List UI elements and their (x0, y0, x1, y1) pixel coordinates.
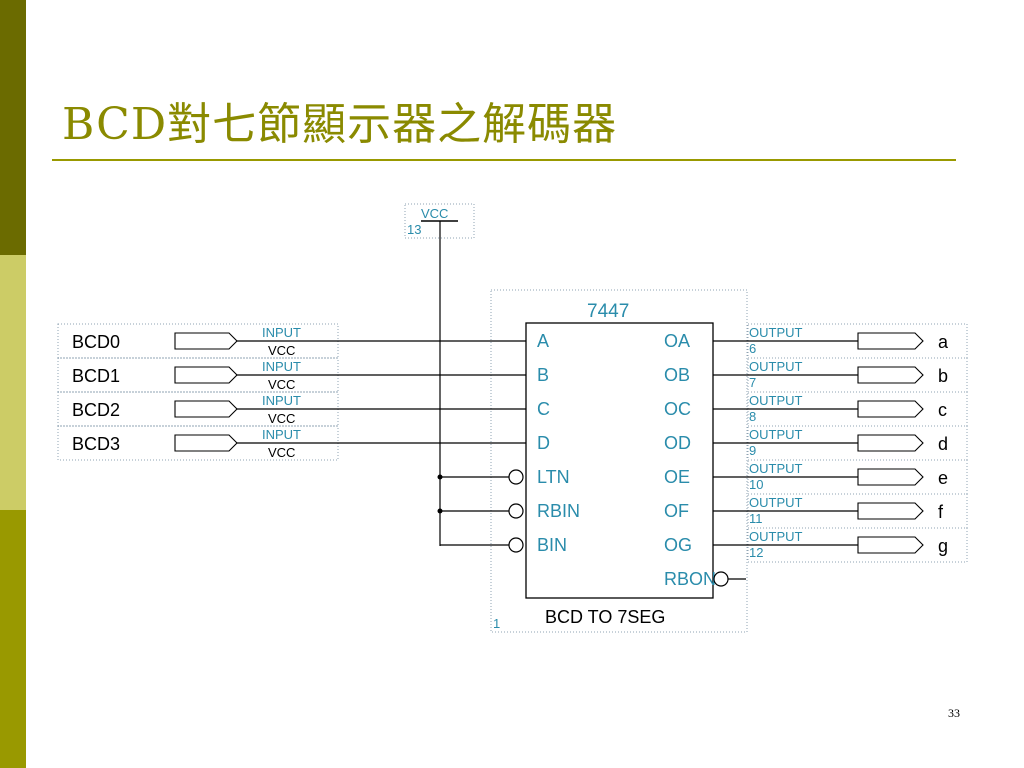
chip-right-pins: OA OB OC OD OE OF OG RBON (664, 331, 746, 589)
input-vcc-label: VCC (268, 411, 295, 426)
vcc-number: 13 (407, 222, 421, 237)
output-number: 6 (749, 341, 756, 356)
junction-dot (437, 508, 443, 514)
vcc-label: VCC (421, 206, 448, 221)
chip-pin-c: C (537, 399, 550, 419)
left-accent-bar-middle (0, 255, 26, 510)
chip-part-number: 7447 (587, 301, 629, 322)
chip-pin-ob: OB (664, 365, 690, 385)
input-name-bcd2: BCD2 (72, 400, 120, 420)
output-type-label: OUTPUT (749, 359, 803, 374)
output-pin-symbol (857, 536, 924, 554)
input-name-bcd1: BCD1 (72, 366, 120, 386)
output-type-label: OUTPUT (749, 529, 803, 544)
chip-pin-b: B (537, 365, 549, 385)
title-underline (52, 159, 956, 161)
inverted-pin-bubble (508, 503, 524, 519)
output-type-label: OUTPUT (749, 393, 803, 408)
output-pin-symbol (857, 502, 924, 520)
chip-pin-og: OG (664, 535, 692, 555)
output-number: 12 (749, 545, 763, 560)
output-type-label: OUTPUT (749, 325, 803, 340)
rbon-bubble (713, 571, 729, 587)
input-pin-symbol (174, 400, 238, 418)
output-pin-symbol (857, 366, 924, 384)
input-vcc-label: VCC (268, 445, 295, 460)
chip-pin-bin: BIN (537, 535, 567, 555)
output-name-b: b (938, 366, 948, 386)
inverted-pin-bubble (508, 469, 524, 485)
output-name-e: e (938, 468, 948, 488)
junction-dot (437, 474, 443, 480)
chip-boundary (490, 289, 748, 633)
input-vcc-label: VCC (268, 343, 295, 358)
input-type-label: INPUT (262, 393, 301, 408)
output-name-g: g (938, 536, 948, 556)
output-name-c: c (938, 400, 947, 420)
chip-pin-d: D (537, 433, 550, 453)
output-name-f: f (938, 502, 944, 522)
output-number: 9 (749, 443, 756, 458)
chip-pin-od: OD (664, 433, 691, 453)
input-name-bcd0: BCD0 (72, 332, 120, 352)
output-name-d: d (938, 434, 948, 454)
chip-pin-ltn: LTN (537, 467, 570, 487)
slide-title: BCD對七節顯示器之解碼器 (62, 99, 618, 150)
input-type-label: INPUT (262, 359, 301, 374)
output-pin-symbol (857, 468, 924, 486)
input-vcc-label: VCC (268, 377, 295, 392)
chip-pin-rbon: RBON (664, 569, 716, 589)
output-number: 11 (749, 511, 763, 526)
chip-pin-oe: OE (664, 467, 690, 487)
output-number: 8 (749, 409, 756, 424)
output-number: 7 (749, 375, 756, 390)
input-type-label: INPUT (262, 427, 301, 442)
chip-body (525, 322, 714, 599)
output-pin-symbol (857, 332, 924, 350)
chip-pin-a: A (537, 331, 549, 351)
inverted-pin-bubble (508, 537, 524, 553)
chip-name: BCD TO 7SEG (545, 607, 665, 627)
page-number: 33 (948, 706, 960, 720)
output-pin-symbol (857, 434, 924, 452)
output-type-label: OUTPUT (749, 461, 803, 476)
input-type-label: INPUT (262, 325, 301, 340)
output-pin-symbol (857, 400, 924, 418)
output-number: 10 (749, 477, 763, 492)
input-name-bcd3: BCD3 (72, 434, 120, 454)
left-accent-bar-bottom (0, 510, 26, 768)
chip-pin-oa: OA (664, 331, 690, 351)
chip-pin-of: OF (664, 501, 689, 521)
chip-pin-rbin: RBIN (537, 501, 580, 521)
vcc-symbol: VCC 13 (404, 203, 475, 239)
output-name-a: a (938, 332, 949, 352)
input-pin-symbol (174, 332, 238, 350)
output-type-label: OUTPUT (749, 495, 803, 510)
output-type-label: OUTPUT (749, 427, 803, 442)
chip-pin-oc: OC (664, 399, 691, 419)
left-accent-bar-top (0, 0, 26, 255)
input-pin-symbol (174, 434, 238, 452)
chip-number: 1 (493, 616, 500, 631)
input-pin-symbol (174, 366, 238, 384)
